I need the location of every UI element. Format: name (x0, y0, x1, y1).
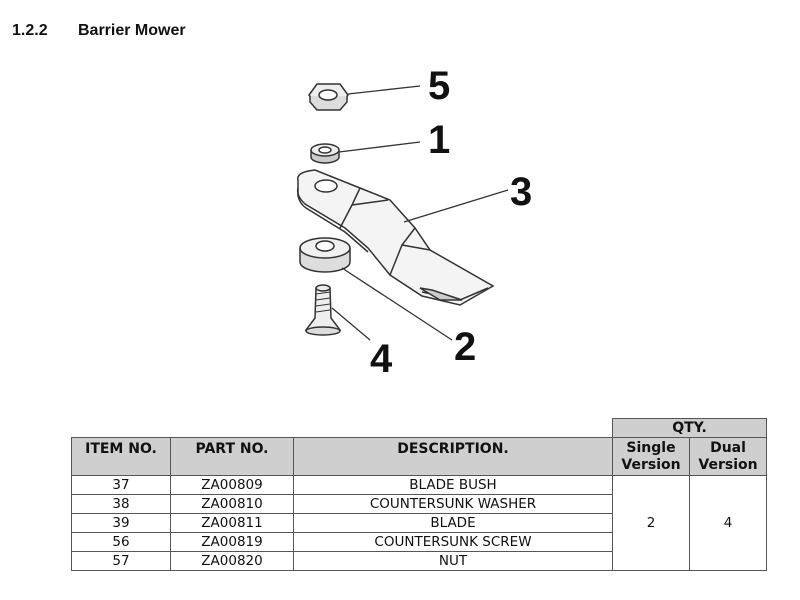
section-heading: 1.2.2 Barrier Mower (12, 22, 186, 40)
callout-4: 4 (370, 337, 393, 381)
item-no: 56 (71, 532, 171, 552)
description: BLADE (293, 513, 613, 533)
section-title: Barrier Mower (78, 22, 186, 39)
col-header-dual: Dual Version (689, 437, 767, 476)
item-no: 38 (71, 494, 171, 514)
description: BLADE BUSH (293, 475, 613, 495)
part-no: ZA00811 (170, 513, 294, 533)
callout-5: 5 (428, 64, 450, 108)
description: COUNTERSUNK WASHER (293, 494, 613, 514)
callout-1: 1 (428, 118, 450, 162)
col-header-description: DESCRIPTION. (293, 437, 613, 476)
blade-part (296, 169, 495, 306)
part-no: ZA00809 (170, 475, 294, 495)
part-no: ZA00810 (170, 494, 294, 514)
leader-lines (331, 85, 509, 341)
item-no: 39 (71, 513, 171, 533)
qty-single: 2 (612, 475, 690, 571)
table-row: 37 ZA00809 BLADE BUSH 2 4 (71, 475, 767, 571)
parts-table: QTY. ITEM NO. PART NO. DESCRIPTION. Sing… (71, 418, 767, 571)
blade-bush-part (310, 143, 340, 164)
table-row: 57 ZA00820 NUT (71, 551, 767, 571)
item-no: 37 (71, 475, 171, 495)
callout-2: 2 (454, 325, 476, 369)
description: NUT (293, 551, 613, 571)
item-no: 57 (71, 551, 171, 571)
col-header-single: Single Version (612, 437, 690, 476)
section-number: 1.2.2 (12, 22, 48, 39)
description: COUNTERSUNK SCREW (293, 532, 613, 552)
nut-part (308, 83, 349, 111)
qty-header: QTY. (612, 418, 767, 438)
col-header-part: PART NO. (170, 437, 294, 476)
part-no: ZA00820 (170, 551, 294, 571)
exploded-parts-diagram: 5 1 3 2 4 (296, 64, 532, 381)
qty-dual: 4 (689, 475, 767, 571)
part-no: ZA00819 (170, 532, 294, 552)
countersunk-washer-part (299, 237, 351, 273)
col-header-item: ITEM NO. (71, 437, 171, 476)
callout-3: 3 (510, 170, 532, 214)
countersunk-screw-part (304, 284, 342, 336)
